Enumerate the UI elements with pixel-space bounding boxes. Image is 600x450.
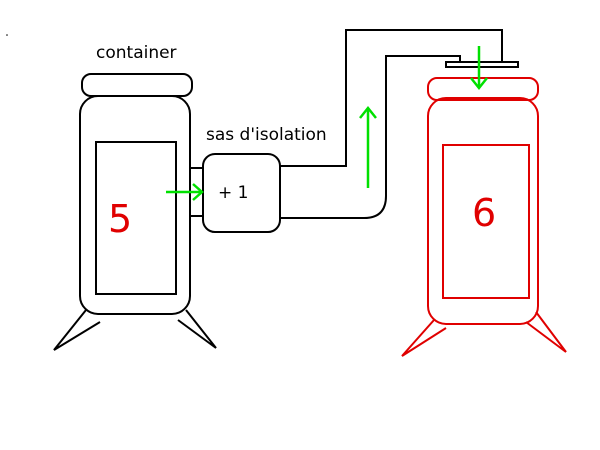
- arrow-right-icon: [166, 183, 204, 201]
- pipe-outer: [280, 29, 503, 167]
- left-container-leg-left: [53, 309, 101, 351]
- right-container-lid: [427, 77, 539, 101]
- right-count: 6: [472, 191, 496, 235]
- arrow-up-icon: [359, 105, 377, 188]
- airlock-value: + 1: [218, 183, 248, 203]
- left-container-leg-right: [177, 309, 217, 349]
- airlock-box: [202, 153, 281, 233]
- arrow-down-icon: [470, 46, 488, 91]
- left-container-window: [95, 141, 177, 295]
- stray-dot: [6, 34, 8, 36]
- pipe-inner: [280, 55, 461, 219]
- right-container: [401, 77, 567, 357]
- left-container-body: [79, 95, 191, 315]
- airlock: [202, 153, 281, 233]
- pipe: [280, 29, 519, 219]
- right-container-window: [442, 144, 530, 299]
- left-container: [53, 73, 217, 351]
- pipe-flange: [445, 61, 519, 68]
- left-count: 5: [108, 197, 132, 241]
- left-container-lid: [81, 73, 193, 97]
- right-container-body: [427, 97, 539, 325]
- right-container-leg-left: [401, 319, 447, 357]
- container-label: container: [96, 43, 177, 63]
- airlock-label: sas d'isolation: [206, 125, 327, 145]
- right-container-leg-right: [525, 311, 567, 353]
